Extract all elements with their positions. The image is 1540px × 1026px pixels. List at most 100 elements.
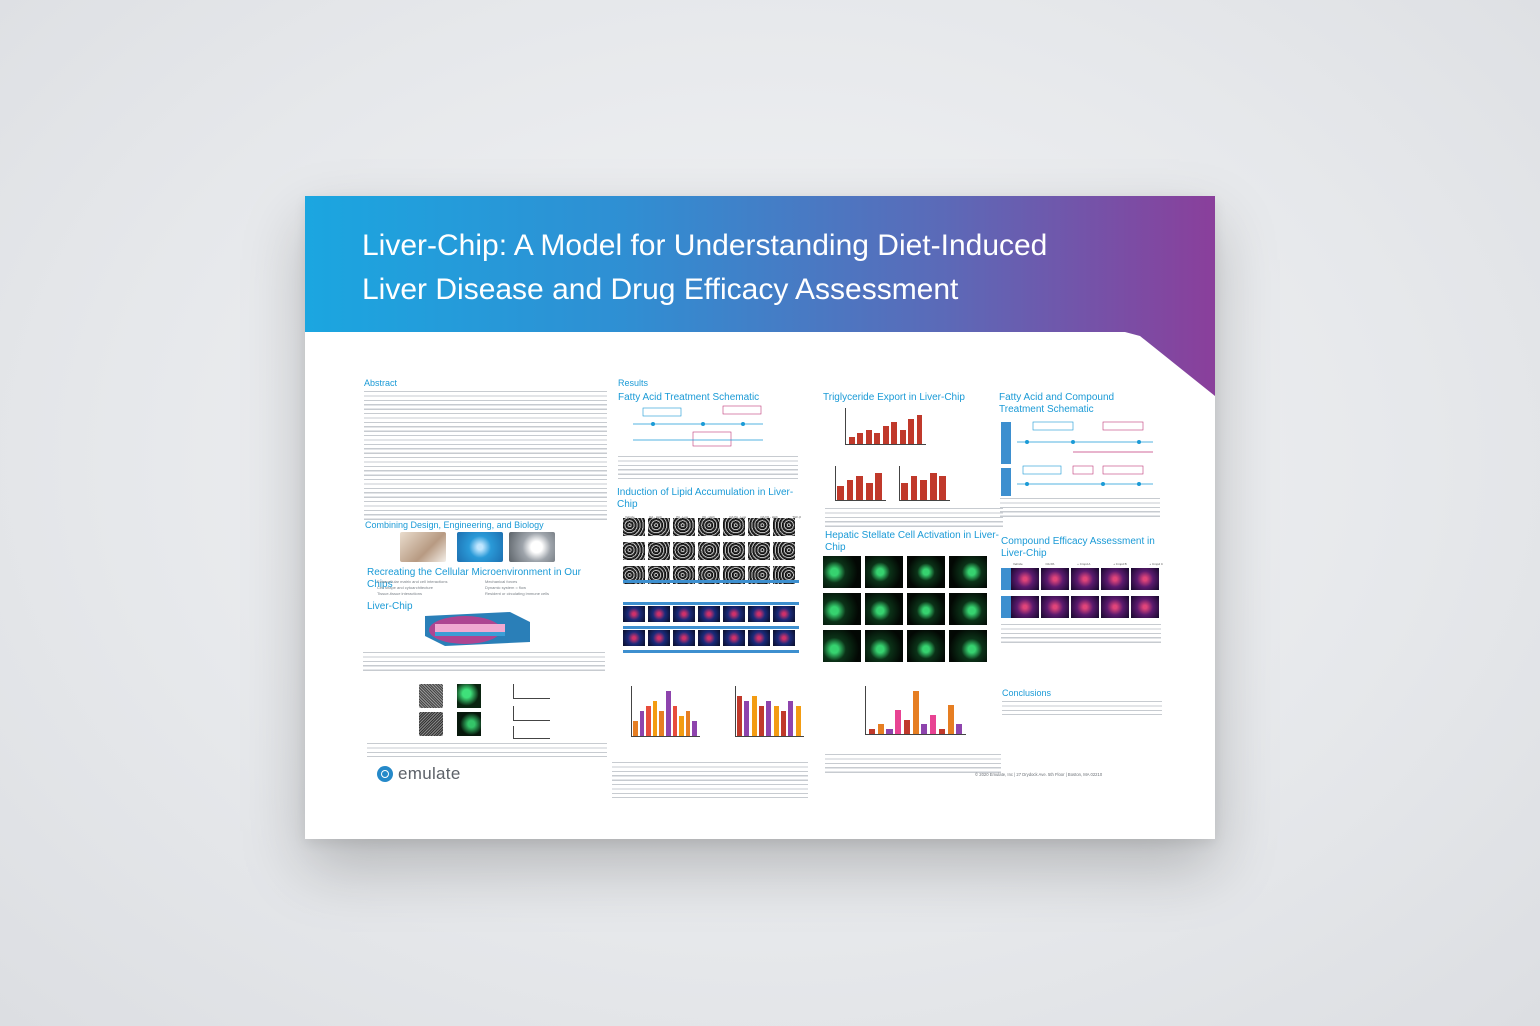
lipid-fluor-tile (723, 606, 745, 622)
bar (652, 701, 658, 736)
bar (920, 479, 927, 500)
bar (916, 415, 923, 444)
stellate-heading: Hepatic Stellate Cell Activation in Live… (825, 530, 999, 553)
lipid-micrograph-grid (623, 518, 803, 658)
urea-plot (513, 706, 550, 721)
bar (646, 706, 651, 736)
compound-micrograph-tile (1011, 568, 1039, 590)
stellate-micrograph-tile (823, 593, 861, 625)
lipid-fluor-tile (648, 606, 670, 622)
stellate-micrograph-grid (823, 556, 1001, 668)
chip-design-graphic (457, 532, 503, 562)
lipid-fluor-tile (748, 630, 770, 646)
compound-micrograph-tile (1071, 596, 1099, 618)
list-item: Mechanical forces (485, 579, 518, 584)
bar (891, 422, 898, 444)
stellate-micrograph-tile (823, 630, 861, 662)
lipid-micrograph-tile (673, 518, 695, 536)
bar (912, 690, 919, 734)
lipid-row-band (623, 580, 799, 583)
triglyceride-caption (825, 508, 1003, 530)
lipid-micrograph-tile (698, 542, 720, 560)
bar (849, 436, 855, 444)
liver-chip-caption (363, 652, 605, 674)
triglyceride-chart-b2 (899, 466, 950, 501)
bar (633, 721, 638, 736)
bar (788, 701, 794, 736)
stellate-micrograph-tile (865, 593, 903, 625)
compound-micrograph-tile (1101, 596, 1129, 618)
lipid-fluor-tile (673, 630, 695, 646)
stellate-micrograph-tile (865, 630, 903, 662)
stellate-micrograph-tile (907, 593, 945, 625)
lipid-accumulation-chart (631, 686, 700, 737)
bar (856, 476, 863, 500)
lipid-micrograph-tile (748, 542, 770, 560)
bar (869, 729, 876, 734)
fatty-acid-schematic (633, 405, 763, 447)
lipid-fluor-tile (698, 606, 720, 622)
title-line-2: Liver Disease and Drug Efficacy Assessme… (362, 273, 959, 306)
lipid-row-band (623, 650, 799, 653)
liver-chip-micrograph-bottom (419, 712, 443, 736)
lipid-induction-heading: Induction of Lipid Accumulation in Liver… (617, 487, 794, 510)
lipid-row-band (623, 626, 799, 629)
bar (865, 483, 873, 500)
lipid-column-labels: Vehicle OA - High PA - Low PA - High OA:… (625, 515, 801, 521)
compound-micrograph-tile (1041, 596, 1069, 618)
title-line-1: Liver-Chip: A Model for Understanding Di… (362, 229, 1048, 262)
bar (939, 476, 947, 500)
bar (781, 711, 787, 736)
compound-row-b-label (1001, 596, 1011, 618)
bar (837, 486, 844, 500)
compound-micrograph-tile (1011, 596, 1039, 618)
bar (795, 706, 801, 736)
compound-caption (1001, 624, 1161, 644)
bar (938, 729, 945, 734)
bar (956, 724, 963, 734)
triglyceride-chart-a (845, 408, 926, 445)
lipid-fluor-tile (648, 630, 670, 646)
triglyceride-bars-a (849, 408, 925, 444)
lipid-col-label: OA:PA - High (760, 515, 778, 519)
lipid-micrograph-tile (648, 518, 670, 536)
lipid-micrograph-tile (773, 566, 795, 584)
compound-row-a-label (1001, 568, 1011, 590)
lipid-bars (633, 686, 699, 736)
lipid-fluor-tile (773, 630, 795, 646)
bar (766, 701, 772, 736)
list-item: Dynamic system = flow (485, 585, 527, 590)
chip-device-photo (509, 532, 555, 562)
lipid-col-label: PA - High (702, 515, 715, 519)
microenv-list-left: Extracellular matrix and cell interactio… (377, 579, 477, 597)
bar (910, 476, 918, 500)
emulate-logo-icon (377, 766, 393, 782)
results-heading: Results (618, 378, 649, 388)
stellate-micrograph-tile (949, 630, 987, 662)
header-curve (305, 332, 1215, 402)
compound-micrograph-tile (1071, 568, 1099, 590)
bar (666, 691, 671, 736)
conclusions-heading: Conclusions (1002, 688, 1052, 698)
bar (882, 426, 889, 444)
lipid-micrograph-tile (723, 518, 745, 536)
count-bars (737, 686, 803, 736)
bar (865, 429, 872, 444)
lipid-micrograph-tile (723, 542, 745, 560)
microenv-list-right: Mechanical forces Dynamic system = flow … (485, 579, 585, 597)
lipid-fluor-tile (698, 630, 720, 646)
emulate-logo: emulate (377, 764, 461, 784)
schematic-caption (618, 456, 798, 480)
lipid-micrograph-tile (623, 566, 645, 584)
lipid-micrograph-tile (748, 566, 770, 584)
bar (639, 711, 645, 736)
compound-col-label: Vehicle (1013, 562, 1023, 566)
bar (895, 710, 902, 734)
bar (899, 429, 906, 444)
compound-micrograph-grid (1011, 568, 1163, 620)
compound-schematic-a (1017, 421, 1153, 453)
poster: Liver-Chip: A Model for Understanding Di… (305, 196, 1215, 839)
bar (929, 472, 937, 500)
lipid-fluor-tile (748, 606, 770, 622)
compound-col-label: + Cmpd C (1149, 562, 1163, 566)
